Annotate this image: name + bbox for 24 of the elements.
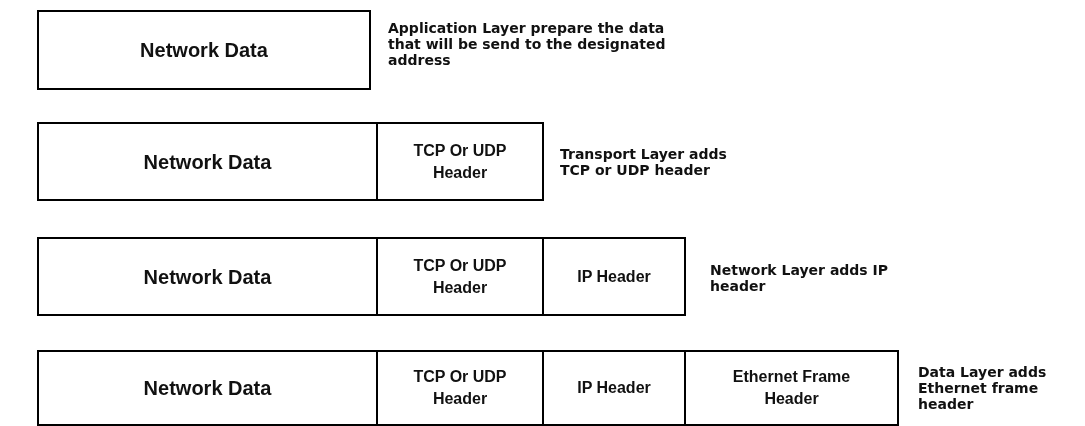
field-label: Network Data (140, 38, 268, 63)
layer-description: Transport Layer adds TCP or UDP header (560, 146, 728, 178)
field-label: IP Header (577, 378, 651, 398)
field-label: TCP Or UDP Header (412, 255, 508, 298)
packet-field-box (684, 350, 899, 426)
field-label: Network Data (143, 264, 272, 290)
packet-field-box (542, 350, 686, 426)
packet-field-box (376, 122, 544, 201)
layer-description: Network Layer adds IP header (710, 262, 890, 294)
packet-field-box (376, 350, 544, 426)
field-label: TCP Or UDP Header (412, 140, 508, 183)
field-label: Network Data (143, 376, 272, 401)
packet-field-box (376, 237, 544, 316)
packet-field-box (37, 350, 378, 426)
field-label: TCP Or UDP Header (412, 367, 508, 409)
packet-field-box (37, 10, 371, 90)
layer-description: Application Layer prepare the data that will be send to the designated address (388, 20, 667, 68)
field-label: Network Data (143, 149, 272, 175)
layer-description: Data Layer adds Ethernet frame header (918, 364, 1048, 412)
field-label: Ethernet Frame Header (731, 367, 852, 409)
packet-field-box (37, 237, 378, 316)
field-label: IP Header (577, 266, 651, 287)
packet-field-box (37, 122, 378, 201)
packet-field-box (542, 237, 686, 316)
